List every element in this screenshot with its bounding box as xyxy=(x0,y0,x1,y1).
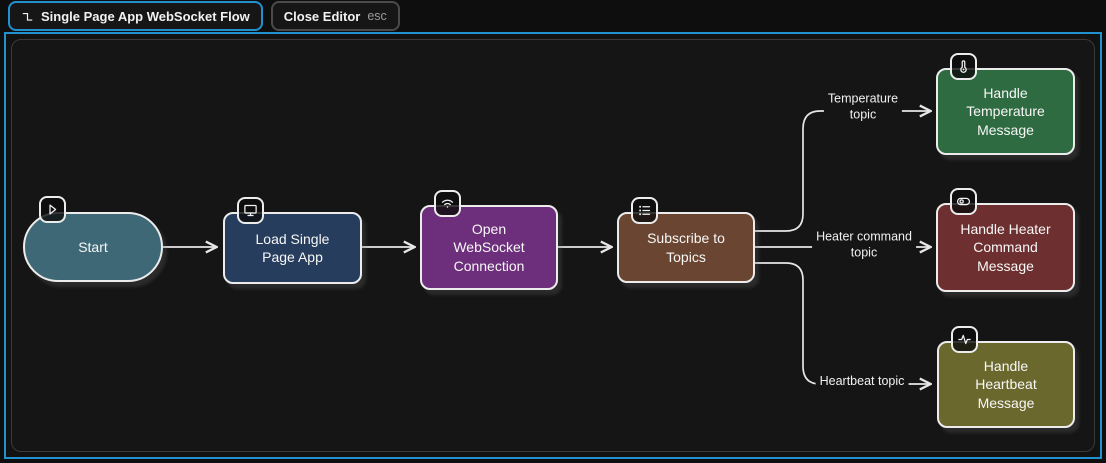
flow-editor-canvas[interactable] xyxy=(4,32,1102,459)
list-icon xyxy=(631,197,658,224)
node-handle-heartbeat-message-label: Handle Heartbeat Message xyxy=(975,358,1037,411)
flow-icon xyxy=(21,10,34,23)
close-editor-label: Close Editor xyxy=(283,8,361,24)
node-subscribe-to-topics-label: Subscribe to Topics xyxy=(647,230,725,265)
node-open-websocket-connection[interactable]: Open WebSocket Connection xyxy=(420,190,558,290)
esc-shortcut-hint: esc xyxy=(367,9,387,23)
node-load-single-page-app[interactable]: Load Single Page App xyxy=(223,197,362,284)
play-icon xyxy=(39,196,66,223)
node-handle-heartbeat-message[interactable]: Handle Heartbeat Message xyxy=(937,326,1075,428)
pulse-icon xyxy=(951,326,978,353)
node-handle-temperature-message[interactable]: Handle Temperature Message xyxy=(936,53,1075,155)
node-start-label: Start xyxy=(78,238,108,255)
node-load-single-page-app-label: Load Single Page App xyxy=(255,230,330,265)
wifi-icon xyxy=(434,190,461,217)
top-toolbar: Single Page App WebSocket Flow Close Edi… xyxy=(0,0,1106,32)
node-handle-temperature-message-label: Handle Temperature Message xyxy=(966,85,1045,138)
flow-title-label: Single Page App WebSocket Flow xyxy=(41,8,250,24)
node-handle-heater-command-message[interactable]: Handle Heater Command Message xyxy=(936,188,1075,292)
node-open-websocket-connection-label: Open WebSocket Connection xyxy=(453,221,525,274)
flow-title-button[interactable]: Single Page App WebSocket Flow xyxy=(8,1,263,31)
close-editor-button[interactable]: Close Editor esc xyxy=(270,1,400,31)
node-handle-heater-command-message-label: Handle Heater Command Message xyxy=(960,221,1051,274)
node-start[interactable]: Start xyxy=(23,196,163,282)
node-subscribe-to-topics[interactable]: Subscribe to Topics xyxy=(617,197,755,283)
monitor-icon xyxy=(237,197,264,224)
thermometer-icon xyxy=(950,53,977,80)
toggle-icon xyxy=(950,188,977,215)
